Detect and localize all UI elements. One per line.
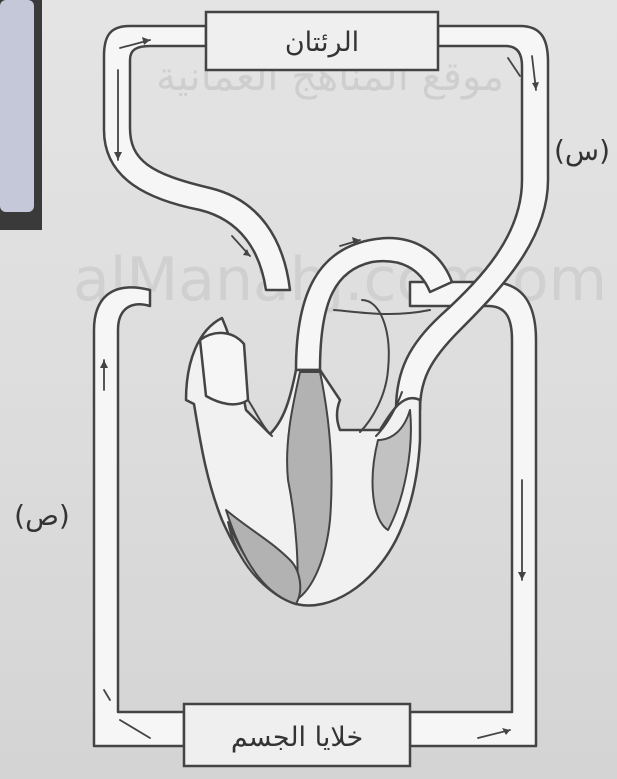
lungs-label: الرئتان [285, 27, 359, 58]
systemic-loop-vessel [94, 287, 184, 746]
arrow-pulmonary-right-upper [508, 58, 520, 76]
systemic-circuit-label: (ص) [14, 499, 70, 532]
left-atrium [200, 333, 248, 404]
pulmonary-circuit-label: (س) [554, 134, 610, 167]
body-cells-label: خلايا الجسم [231, 722, 363, 753]
right-atrium-wall [360, 300, 389, 432]
side-panel [0, 0, 34, 212]
